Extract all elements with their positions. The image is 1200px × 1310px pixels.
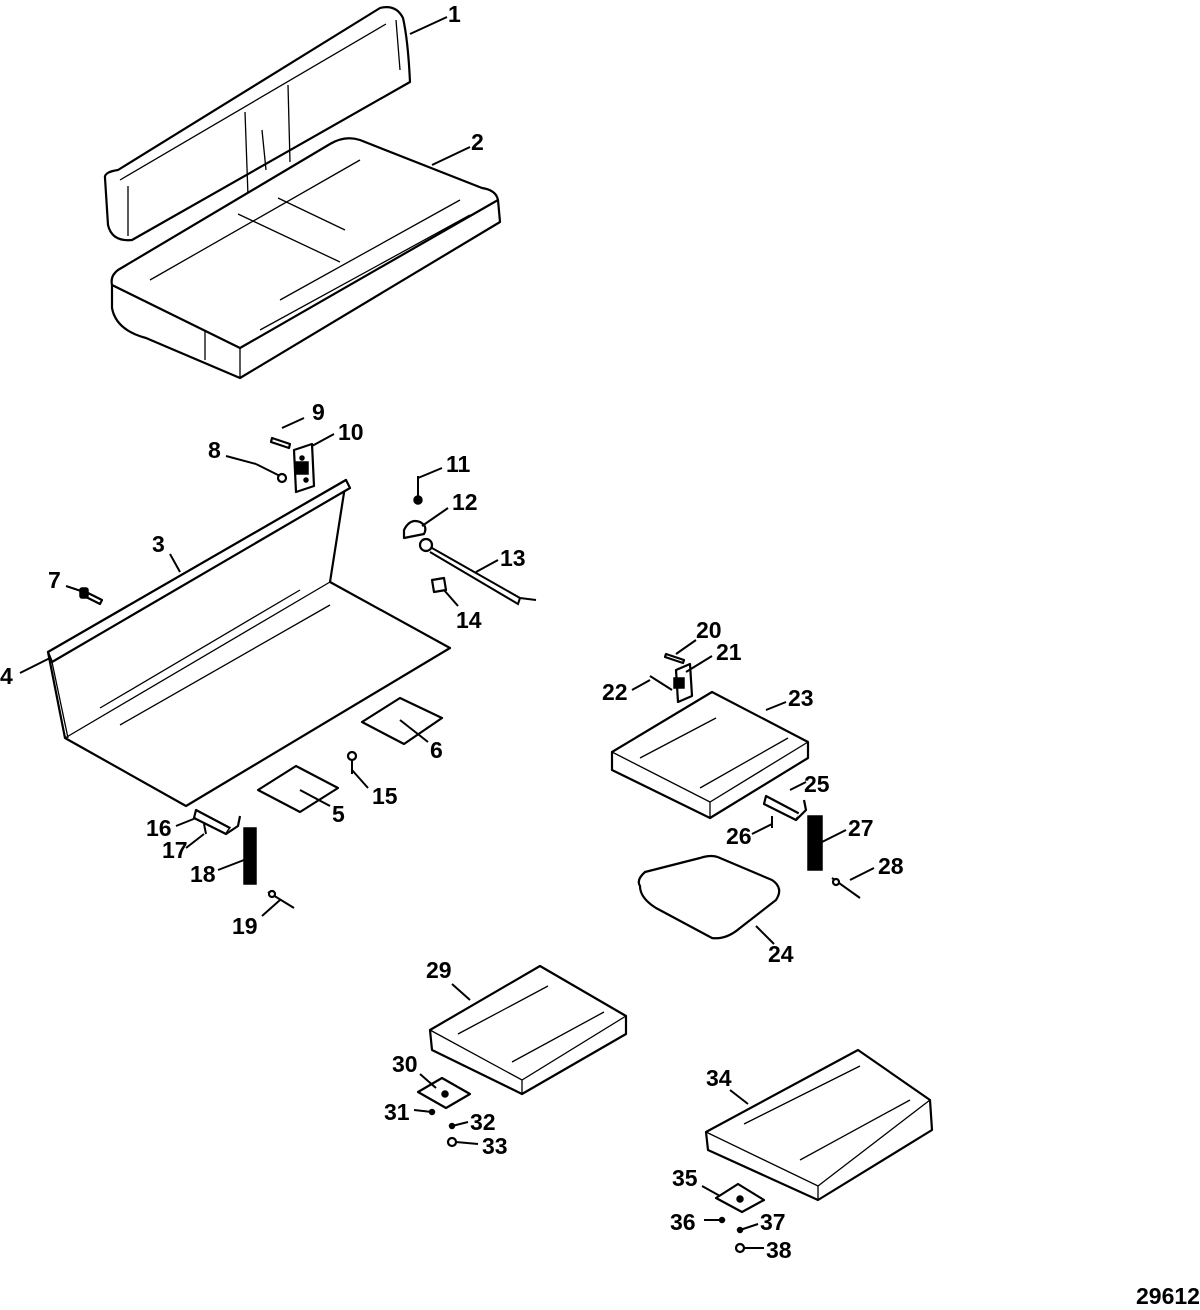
callout-28: 28 [878, 853, 904, 879]
callout-12: 12 [452, 489, 478, 515]
callout-4: 4 [0, 663, 13, 689]
callout-19: 19 [232, 913, 258, 939]
callout-2: 2 [471, 129, 484, 155]
callout-14: 14 [456, 607, 482, 633]
part-21-hinge [673, 662, 694, 704]
callout-25: 25 [804, 771, 830, 797]
part-27-spring [807, 815, 823, 871]
callout-20: 20 [696, 617, 722, 643]
part-28-pin [831, 877, 861, 899]
part-23-lid-cushion [610, 690, 810, 820]
part-8-pin [255, 463, 288, 484]
leader-lines [19, 16, 875, 1249]
part-19-pin [267, 889, 295, 909]
callout-10: 10 [338, 419, 364, 445]
part-13-prop-rod [418, 537, 537, 606]
callout-15: 15 [372, 783, 398, 809]
part-10-hinge [292, 442, 316, 494]
callout-38: 38 [766, 1237, 792, 1263]
callout-36: 36 [670, 1209, 696, 1235]
callout-5: 5 [332, 801, 345, 827]
callout-7: 7 [48, 567, 61, 593]
callout-24: 24 [768, 941, 794, 967]
callout-21: 21 [716, 639, 742, 665]
part-14-cap [430, 576, 448, 594]
part-17-screw [203, 823, 207, 835]
part-1-backrest [103, 6, 412, 242]
part-34-cushion [704, 1048, 934, 1202]
callout-22: 22 [602, 679, 628, 705]
callout-8: 8 [208, 437, 221, 463]
part-7-bolt [79, 587, 104, 606]
part-5-plate [256, 764, 340, 814]
callout-3: 3 [152, 531, 165, 557]
callout-13: 13 [500, 545, 526, 571]
part-33-nut [446, 1136, 458, 1148]
callout-11: 11 [446, 451, 471, 477]
part-16-bracket [192, 808, 242, 836]
part-25-bracket [762, 794, 808, 822]
part-18-spring [243, 827, 257, 885]
callout-26: 26 [726, 823, 752, 849]
part-35-plate [714, 1182, 766, 1214]
callout-32: 32 [470, 1109, 496, 1135]
part-29-cushion [428, 964, 628, 1096]
part-2-seat-cushion [110, 137, 502, 380]
figure-code: 29612 [1136, 1283, 1200, 1309]
callout-29: 29 [426, 957, 452, 983]
part-3-seat-base [46, 478, 452, 808]
part-20-screw [663, 652, 686, 665]
callout-17: 17 [162, 837, 188, 863]
part-9-screw [269, 436, 292, 450]
part-12-clip [402, 519, 427, 540]
part-11-screw [413, 476, 423, 505]
part-22-pin [649, 675, 673, 691]
callout-1: 1 [448, 1, 461, 27]
callout-16: 16 [146, 815, 172, 841]
callout-23: 23 [788, 685, 814, 711]
callout-30: 30 [392, 1051, 418, 1077]
callout-34: 34 [706, 1065, 732, 1091]
callout-labels: 1 2 3 4 5 6 7 8 9 10 11 12 13 14 15 16 1… [0, 1, 904, 1263]
callout-9: 9 [312, 399, 325, 425]
part-30-plate [416, 1076, 472, 1110]
callout-6: 6 [430, 737, 443, 763]
callout-31: 31 [384, 1099, 410, 1125]
part-38-nut [734, 1242, 746, 1254]
callout-37: 37 [760, 1209, 786, 1235]
callout-33: 33 [482, 1133, 508, 1159]
callout-35: 35 [672, 1165, 698, 1191]
callout-18: 18 [190, 861, 216, 887]
part-24-gasket [637, 854, 781, 940]
callout-27: 27 [848, 815, 874, 841]
